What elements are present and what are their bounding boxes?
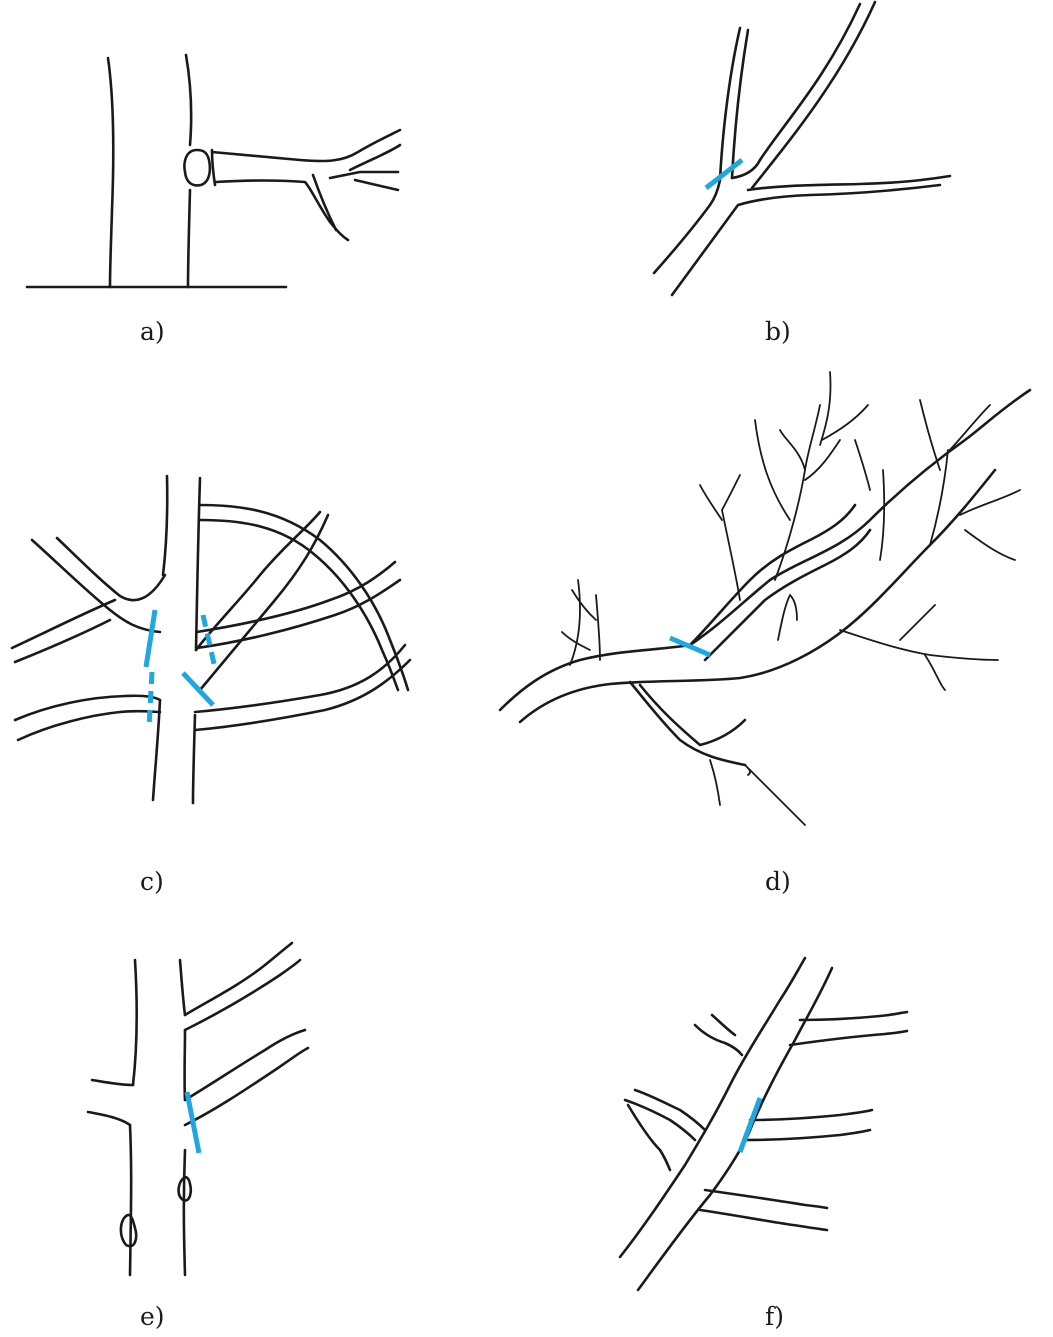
- branch-ul-top: [30, 538, 162, 634]
- twigs-mid: [699, 474, 741, 601]
- branch-right-lower: [698, 1188, 829, 1232]
- cut-mark-c-dashed-left: [146, 671, 155, 728]
- twigs-upper-left: [754, 404, 841, 581]
- upper-limb-top: [688, 503, 857, 647]
- panel-a-drawing: [25, 53, 402, 289]
- twigs-left: [561, 579, 601, 666]
- panel-f: f): [618, 956, 909, 1331]
- hanging-branch: [628, 680, 747, 767]
- branch-right-top: [788, 1010, 909, 1047]
- cut-mark-c-solid-left: [143, 609, 158, 668]
- panel-a-label: a): [140, 317, 165, 346]
- twig-ends: [328, 143, 402, 192]
- panel-d-drawing: [498, 371, 1032, 826]
- panel-e-drawing: [86, 941, 310, 1277]
- panel-b-drawing: [652, 0, 952, 297]
- branch-left-lower: [623, 1088, 707, 1172]
- twigs-top: [819, 371, 869, 446]
- stub-upper: [777, 594, 798, 641]
- cut-mark-c-dashed-right: [200, 614, 218, 669]
- cut-mark-b: [704, 158, 744, 190]
- stem-left-edge: [618, 956, 807, 1259]
- trunk-right-edge: [184, 53, 193, 289]
- panel-b-label: b): [765, 317, 791, 346]
- stub-cut-face: [210, 148, 217, 187]
- left-stub: [86, 1078, 135, 1127]
- trunk-right-edge: [178, 958, 187, 1277]
- upper-limb-bottom: [703, 528, 872, 662]
- panel-e: e): [86, 941, 310, 1331]
- panel-d: d): [498, 371, 1032, 896]
- branch-ul-bottom: [55, 536, 167, 602]
- twigs-center: [854, 439, 886, 561]
- cut-mark-e: [184, 1091, 202, 1154]
- branch-left-1: [10, 598, 117, 664]
- bud-left: [119, 1213, 138, 1248]
- lower-branch-bottom: [670, 183, 942, 297]
- main-limb-bottom: [518, 468, 997, 724]
- arch-branch-top: [198, 503, 410, 692]
- twigs-far-right: [959, 489, 1021, 561]
- branch-left-2: [13, 694, 162, 742]
- branch-right-middle: [743, 1108, 874, 1142]
- cut-mark-c-solid-right: [181, 671, 215, 707]
- trunk-left-edge: [151, 474, 169, 802]
- stub-branch-bottom: [214, 179, 350, 242]
- panel-f-label: f): [765, 1302, 784, 1331]
- branch-right-1: [195, 560, 402, 650]
- branch-right-2: [193, 643, 412, 732]
- diagonal-branch-left-edge: [194, 510, 322, 652]
- twigs-right: [919, 399, 991, 546]
- branch-right-upper: [183, 941, 302, 1032]
- bud-right: [177, 1175, 193, 1202]
- panel-f-drawing: [618, 956, 909, 1292]
- panel-c: c): [10, 474, 412, 896]
- panel-e-label: e): [140, 1302, 165, 1331]
- hanging-twigs: [709, 759, 806, 826]
- cut-mark-d: [669, 635, 711, 658]
- diagonal-branch-right-edge: [198, 513, 330, 692]
- trunk-right-edge: [191, 476, 202, 805]
- stub-collar: [183, 148, 212, 187]
- trunk-left-edge: [128, 958, 139, 1277]
- stub-branch-top: [210, 128, 402, 163]
- stem-right-edge: [636, 966, 834, 1292]
- panel-d-label: d): [765, 867, 791, 896]
- cut-mark-f: [737, 1097, 763, 1153]
- main-branch-right: [746, 0, 952, 192]
- branch-left-upper: [693, 1013, 744, 1057]
- panel-b: b): [652, 0, 952, 346]
- arch-branch-bottom: [198, 518, 400, 692]
- branch-right-lower: [183, 1028, 310, 1127]
- panel-c-label: c): [140, 867, 164, 896]
- main-limb-top: [498, 388, 1032, 712]
- twig-down: [311, 173, 338, 232]
- leader-left-edge: [652, 26, 742, 275]
- main-branch-left: [730, 2, 862, 180]
- trunk-left-edge: [106, 56, 115, 289]
- branch-lower-right: [839, 604, 999, 691]
- panel-a: a): [25, 53, 402, 346]
